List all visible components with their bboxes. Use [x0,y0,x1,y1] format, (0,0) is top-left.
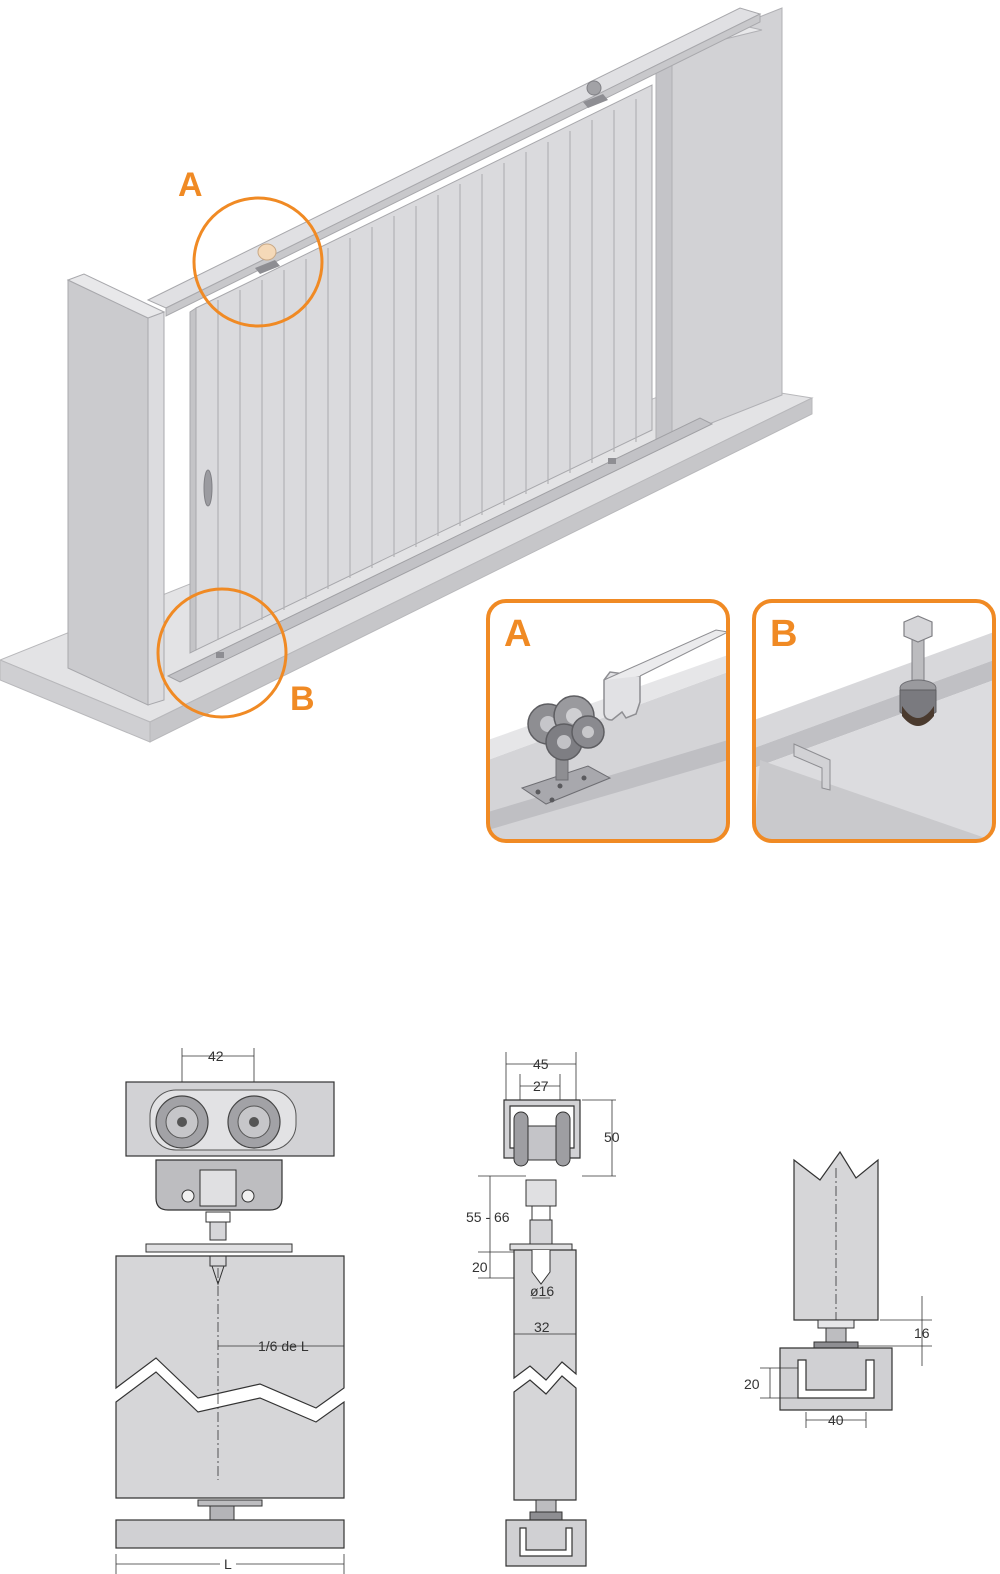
detail-a-panel: A [486,599,730,843]
bottom-rail [115,1519,345,1549]
callout-label-a: A [178,166,203,204]
mounting-plate [145,1243,293,1253]
dim-front-offset: 1/6 de L [258,1338,309,1354]
right-pillar-side [655,51,673,446]
guide-channel [779,1347,893,1411]
dim-guide-gap: 16 [914,1325,930,1341]
side-gate-leaf-upper [513,1249,577,1381]
side-bottom-channel [505,1519,587,1567]
trolley-icon-rear [583,80,608,108]
dim-front-length: L [224,1556,232,1572]
ground-slab-front [149,397,813,743]
detail-b-panel: B [752,599,996,843]
gate-handle [203,469,213,507]
guide-fitting-front [216,652,224,658]
bottom-guide-rail [166,417,714,683]
gate-leaf-edge [189,307,197,654]
side-section-drawing: 45 27 50 55 - 66 20 ø16 32 [466,1052,620,1567]
callout-label-b: B [290,680,315,718]
dim-side-outer-width: 45 [533,1056,549,1072]
wheel-left [155,1095,209,1149]
callout-circle-a [192,196,324,328]
gate-leaf-lower [115,1371,345,1499]
dim-side-diameter: ø16 [530,1283,554,1299]
detail-label-b: B [770,613,797,655]
track-profile [603,629,728,721]
gate-leaf-upper [115,1255,345,1409]
top-rail-underside [165,13,761,317]
left-pillar-top [66,273,166,319]
wheel-right [227,1095,281,1149]
dim-guide-height: 20 [744,1376,760,1392]
left-pillar-front [67,279,149,706]
dim-side-insert: 20 [472,1259,488,1275]
gate-slats [217,99,637,640]
dim-side-inner-width: 27 [533,1078,549,1094]
isometric-gate-illustration: A B [0,7,814,743]
right-pillar-front [655,7,783,446]
bottom-guide-section: 16 20 40 [744,1150,932,1428]
dim-front-top-width: 42 [208,1048,224,1064]
dim-side-hanger-range: 55 - 66 [466,1209,510,1225]
callout-circle-b [156,587,288,719]
front-elevation-drawing: 42 1/6 de L [115,1048,345,1574]
guide-fitting-rear [608,458,616,464]
left-pillar-side [147,311,165,706]
dim-side-track-height: 50 [604,1129,620,1145]
detail-label-a: A [504,613,531,655]
trolley-icon [520,695,612,805]
dim-side-leaf-width: 32 [534,1319,550,1335]
guide-roller-icon [899,615,937,726]
guide-tab [793,743,831,791]
side-gate-leaf-lower [513,1375,577,1501]
trolley-icon-front [255,243,280,274]
dim-guide-width: 40 [828,1412,844,1428]
